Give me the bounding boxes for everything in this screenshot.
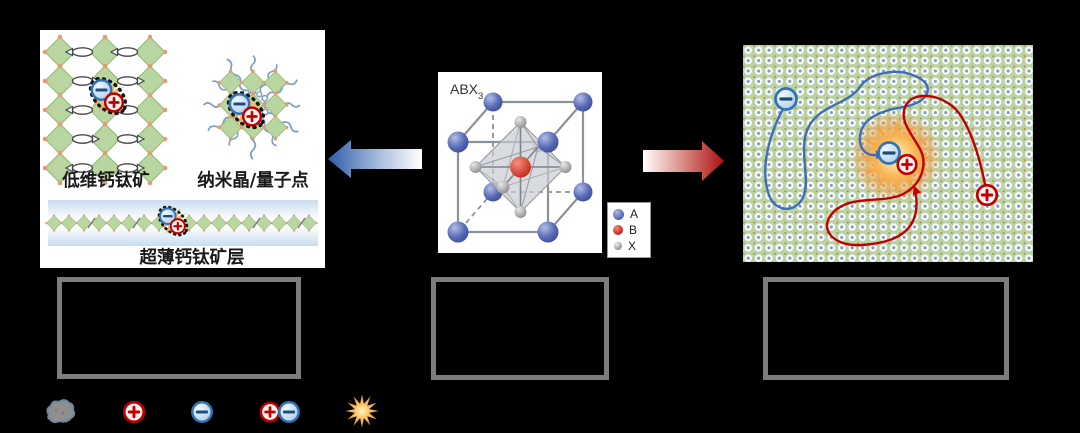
a-atom-icon bbox=[613, 208, 624, 220]
electron-icon bbox=[773, 86, 799, 112]
formula-subscript-3: 3 bbox=[478, 91, 483, 102]
x-atom-icon bbox=[614, 242, 622, 250]
x-site-atoms bbox=[469, 116, 572, 218]
electron-icon bbox=[191, 401, 213, 423]
caption-box-center bbox=[431, 277, 609, 380]
photon-burst-icon bbox=[345, 395, 379, 427]
legend-row-x: X bbox=[613, 240, 645, 252]
ultrathin-layer-row bbox=[45, 214, 318, 232]
grain-boundary-dashes bbox=[87, 217, 306, 229]
carrier-diffusion-panel bbox=[743, 45, 1033, 262]
phonon-blob-icon bbox=[46, 399, 76, 424]
hole-path-arrowhead bbox=[912, 185, 922, 196]
electron-diffusion-path bbox=[764, 70, 929, 210]
low-dimensional-strategies-panel: 低维钙钛矿 纳米晶/量子点 超薄钙钛矿层 bbox=[40, 30, 325, 268]
caption-box-left bbox=[57, 277, 301, 379]
b-site-atom bbox=[510, 156, 531, 178]
a-site-atoms-front bbox=[447, 131, 559, 243]
legend-label-b: B bbox=[629, 223, 638, 237]
hidden-edges bbox=[457, 102, 583, 233]
label-low-dim-perovskite: 低维钙钛矿 bbox=[61, 170, 150, 191]
low-dimensional-figure: 低维钙钛矿 纳米晶/量子点 超薄钙钛矿层 bbox=[42, 34, 318, 268]
b-atom-icon bbox=[613, 225, 623, 235]
nanocrystal-figure bbox=[202, 54, 301, 160]
hole-icon bbox=[123, 401, 145, 423]
carrier-diffusion-figure bbox=[743, 45, 1033, 262]
abx3-structure-panel: ABX 3 bbox=[438, 72, 602, 253]
abx3-unit-cell-figure: ABX 3 bbox=[447, 81, 593, 243]
layered-perovskite-lattice-figure bbox=[42, 34, 168, 186]
legend-label-a: A bbox=[630, 207, 639, 221]
caption-box-right bbox=[763, 277, 1009, 380]
legend-row-b: B bbox=[613, 224, 645, 236]
hole-diffusion-path bbox=[825, 94, 988, 247]
legend-label-x: X bbox=[628, 239, 637, 253]
legend-row-a: A bbox=[613, 208, 645, 220]
formula-abx: ABX bbox=[450, 81, 479, 97]
exciton-pair-icon bbox=[259, 400, 301, 424]
label-nanocrystal-quantum-dot: 纳米晶/量子点 bbox=[197, 170, 309, 191]
label-ultrathin-layer: 超薄钙钛矿层 bbox=[140, 247, 245, 268]
electron-icon bbox=[876, 140, 902, 166]
arrow-left-icon bbox=[328, 140, 422, 178]
ultrathin-layer-figure bbox=[45, 200, 318, 246]
hole-icon bbox=[975, 183, 999, 207]
abx-legend-box: A B X bbox=[607, 202, 651, 258]
hole-icon bbox=[896, 153, 918, 176]
arrow-right-icon bbox=[643, 141, 724, 181]
